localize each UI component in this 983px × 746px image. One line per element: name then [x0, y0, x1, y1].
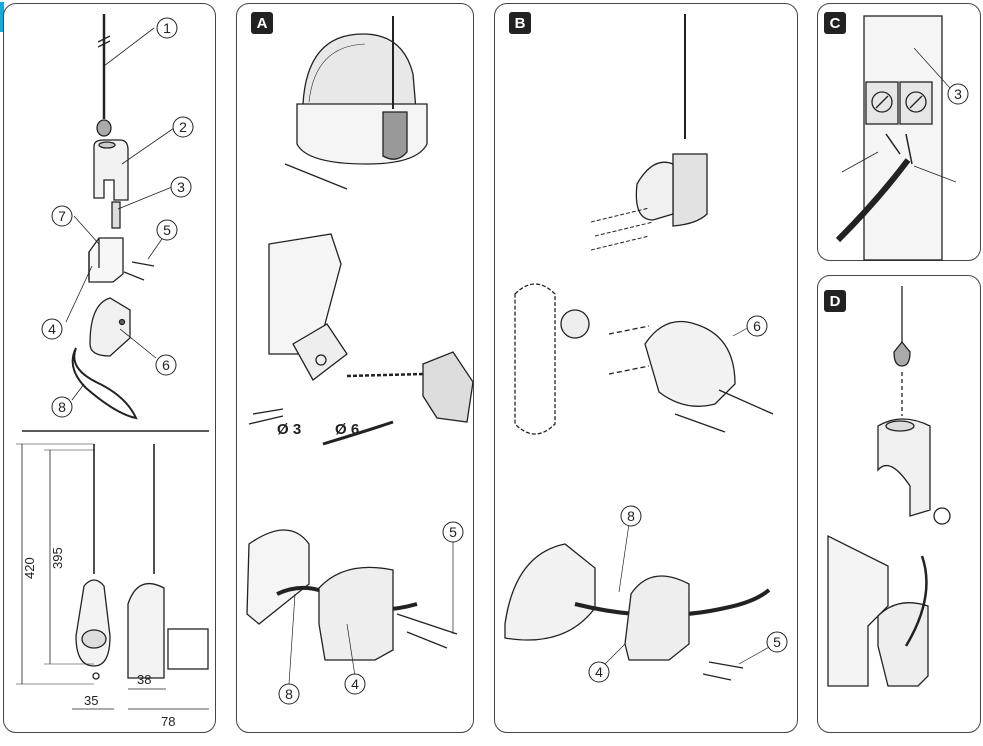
break-mark [97, 40, 111, 48]
panel-a-label: A [251, 12, 273, 34]
dim-inner-width: 38 [137, 672, 151, 687]
bracket [624, 575, 690, 661]
panel-c-label: C [824, 12, 846, 34]
callout-6: 6 [162, 357, 170, 373]
mount-wall [268, 233, 342, 355]
callout-3: 3 [177, 179, 185, 195]
antenna-cover [877, 418, 931, 517]
callout-5: 5 [163, 222, 171, 238]
callout-7: 7 [58, 208, 66, 224]
panel-b-callout-4: 4 [595, 664, 603, 680]
dim-side-width: 78 [161, 714, 175, 729]
dim-antenna-height: 395 [50, 547, 65, 569]
panel-d-label: D [824, 290, 846, 312]
panel-b: B 6 [494, 3, 798, 733]
drill-size-large: Ø 6 [335, 421, 359, 438]
antenna-mount [382, 111, 408, 160]
panel-c: C 3 [817, 3, 981, 261]
bracket-part [88, 237, 124, 283]
panel-d: D [817, 275, 981, 733]
panel-c-drawing: 3 [835, 15, 969, 261]
pipe-wall [514, 283, 556, 435]
panel-b-callout-5: 5 [773, 634, 781, 650]
panel-b-drawing: 6 8 4 5 [504, 14, 788, 683]
callout-8: 8 [58, 399, 66, 415]
mount-wall [827, 534, 889, 687]
parts-drawing: 1 2 3 5 6 7 4 8 420 395 35 38 78 [16, 14, 209, 729]
panel-d-drawing [827, 286, 951, 687]
drill-bit [346, 372, 424, 378]
dim-front-width: 35 [84, 693, 98, 708]
front-view-body [75, 579, 111, 667]
mount-base [644, 320, 736, 407]
base-part [89, 297, 131, 357]
antenna-connector [96, 119, 112, 137]
panel-b-label: B [509, 12, 531, 34]
panel-a-drawing: 8 4 5 Ø 3 Ø 6 [246, 16, 474, 705]
panel-a-callout-5: 5 [449, 524, 457, 540]
callout-4: 4 [48, 321, 56, 337]
antenna-housing [672, 153, 708, 227]
panel-a: A [236, 3, 474, 733]
dim-total-height: 420 [22, 557, 37, 579]
panel-a-callout-8: 8 [285, 686, 293, 702]
terminal-left [865, 81, 899, 125]
panel-b-callout-6: 6 [753, 318, 761, 334]
page-edge-accent [0, 2, 4, 32]
side-view-body [127, 583, 165, 679]
panel-a-callout-4: 4 [351, 676, 359, 692]
parts-panel: 1 2 3 5 6 7 4 8 420 395 35 38 78 [3, 3, 216, 733]
bracket [877, 602, 929, 687]
board-strip [863, 15, 943, 261]
terminal-right [899, 81, 933, 125]
pcb-part [111, 201, 121, 229]
bracket [318, 566, 394, 661]
cable-part [71, 347, 138, 420]
drill [422, 351, 474, 423]
break-mark [97, 35, 111, 43]
panel-b-callout-8: 8 [627, 508, 635, 524]
panel-c-callout-3: 3 [954, 86, 962, 102]
cover-part [93, 139, 129, 201]
drill-size-small: Ø 3 [277, 421, 301, 438]
callout-1: 1 [163, 20, 171, 36]
callout-2: 2 [179, 119, 187, 135]
connector [893, 340, 911, 367]
